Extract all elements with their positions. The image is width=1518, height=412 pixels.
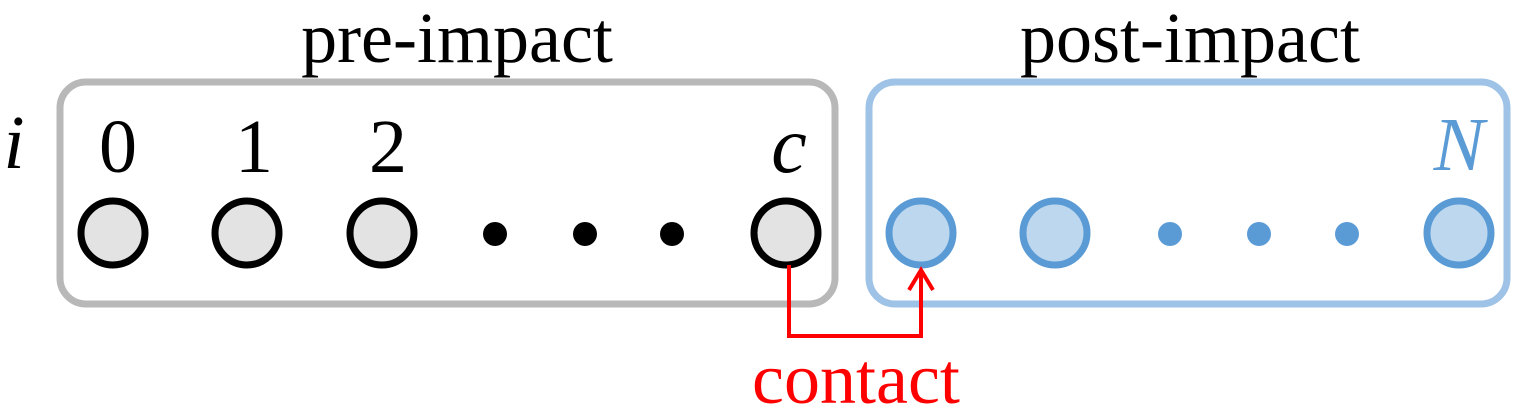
node-label-c: c [771, 102, 807, 190]
node-label-N: N [1433, 103, 1489, 187]
post-ellipsis-dot [1247, 222, 1271, 246]
post-ellipsis-dot [1335, 222, 1359, 246]
node-label-2: 2 [369, 105, 407, 189]
contact-label: contact [752, 339, 960, 412]
contact-connector [787, 265, 923, 338]
node-label-1: 1 [235, 105, 273, 189]
pre-ellipsis-dot [660, 222, 684, 246]
post-ellipsis-dot [1158, 222, 1182, 246]
post-node-N [1423, 197, 1495, 269]
post-node-second [1019, 197, 1091, 269]
post-impact-frame [865, 78, 1511, 308]
pre-node-0 [77, 197, 149, 269]
pre-ellipsis-dot [483, 222, 507, 246]
pre-impact-frame [56, 78, 839, 308]
post-node-first [885, 197, 957, 269]
pre-impact-title: pre-impact [301, 0, 613, 78]
pre-node-2 [346, 197, 418, 269]
contact-arrowhead [907, 266, 935, 292]
pre-ellipsis-dot [573, 222, 597, 246]
pre-node-1 [211, 197, 283, 269]
node-label-0: 0 [99, 105, 137, 189]
post-impact-title: post-impact [1020, 0, 1360, 78]
pre-node-c [750, 197, 822, 269]
index-symbol: i [3, 101, 24, 185]
